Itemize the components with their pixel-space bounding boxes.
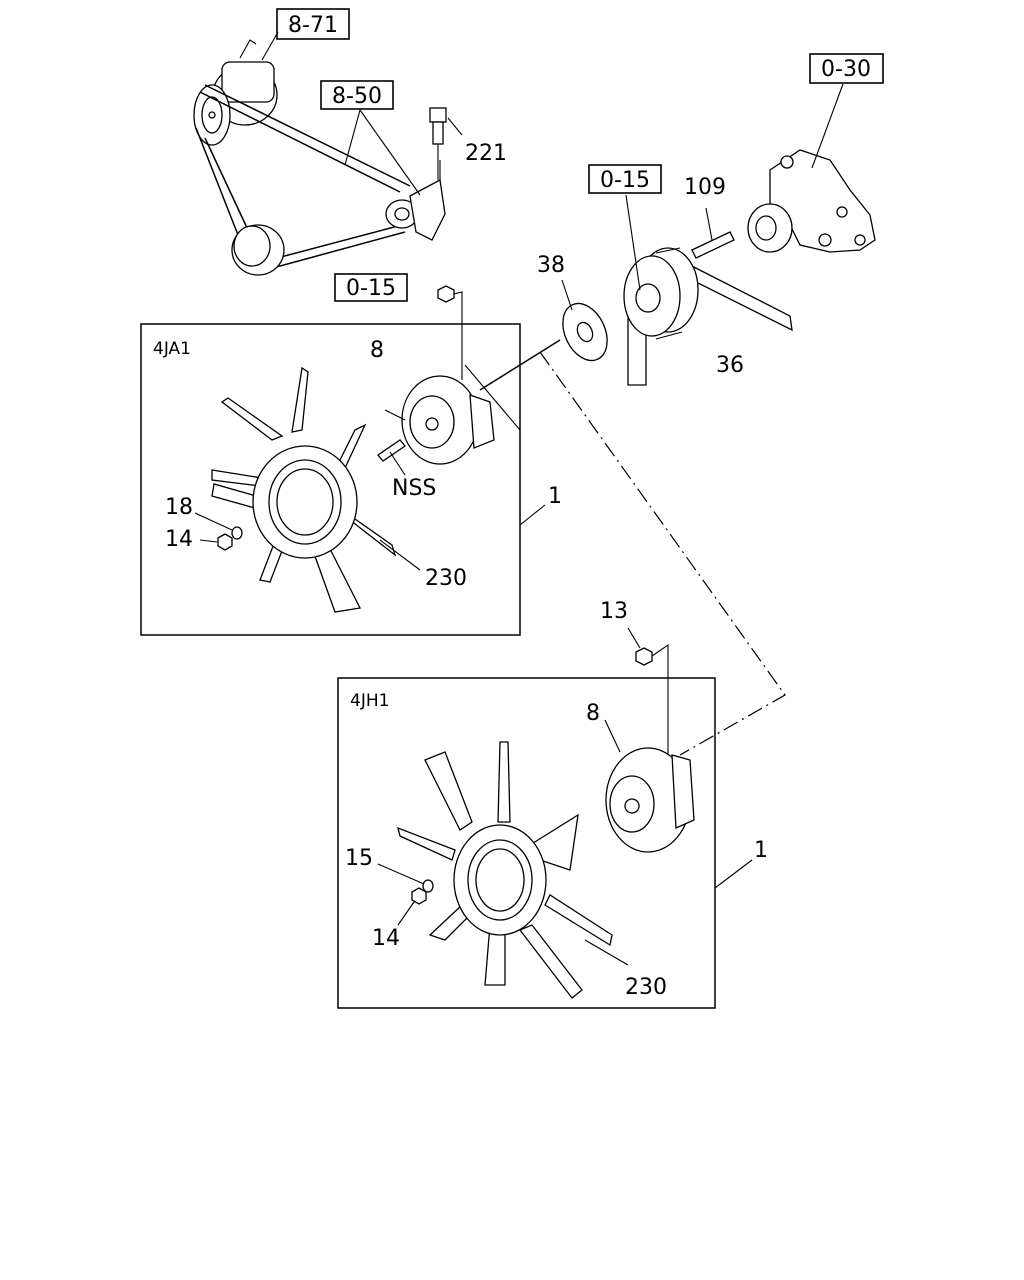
- alternator-belt-assembly: [193, 39, 446, 276]
- fasteners-4ja1: [194, 512, 243, 551]
- ref-box-0-30: 0-30: [809, 53, 884, 84]
- callout-36: 36: [716, 353, 744, 378]
- callout-1-4ja1: 1: [548, 484, 562, 509]
- stud-109: [691, 207, 735, 259]
- callout-18: 18: [165, 495, 193, 520]
- callout-230-4jh1: 230: [625, 975, 667, 1000]
- fan-4ja1: [211, 366, 397, 613]
- ref-label-0-15-pulley: 0-15: [600, 168, 650, 193]
- ref-box-0-15-nut: 0-15: [334, 273, 408, 302]
- nut-0-15: [437, 285, 463, 380]
- group-box-4ja1: [140, 323, 521, 636]
- fan-clutch-4jh1: [604, 719, 695, 853]
- callout-nss: NSS: [392, 476, 436, 501]
- ref-label-0-30: 0-30: [821, 57, 871, 82]
- nut-13: [627, 627, 669, 755]
- stud-nss: [377, 439, 406, 476]
- fasteners-4jh1: [377, 863, 434, 926]
- callout-38: 38: [537, 253, 565, 278]
- callout-221: 221: [465, 141, 507, 166]
- fan-4jh1: [397, 741, 613, 999]
- callout-109: 109: [684, 175, 726, 200]
- callout-14-4ja1: 14: [165, 527, 193, 552]
- group-label-4ja1: 4JA1: [153, 339, 191, 359]
- fan-clutch-4ja1: [384, 375, 495, 465]
- ref-box-8-50: 8-50: [320, 80, 394, 110]
- callout-14-4jh1: 14: [372, 926, 400, 951]
- callout-230-4ja1: 230: [425, 566, 467, 591]
- callout-8-4jh1: 8: [586, 701, 600, 726]
- bolt-221: [429, 107, 463, 180]
- callout-8-4ja1: 8: [370, 338, 384, 363]
- ref-label-8-71: 8-71: [288, 13, 338, 38]
- ref-box-0-15-pulley: 0-15: [588, 164, 662, 194]
- group-label-4jh1: 4JH1: [350, 691, 389, 711]
- water-pump: [747, 149, 876, 253]
- callout-15: 15: [345, 846, 373, 871]
- ref-box-8-71: 8-71: [276, 8, 350, 40]
- ref-label-0-15-nut: 0-15: [346, 276, 396, 301]
- ref-label-8-50: 8-50: [332, 84, 382, 109]
- callout-1-4jh1: 1: [754, 838, 768, 863]
- spacer-38: [561, 279, 608, 362]
- pulley-with-belt: [623, 194, 793, 386]
- callout-13: 13: [600, 599, 628, 624]
- group-box-4jh1: [337, 677, 716, 1009]
